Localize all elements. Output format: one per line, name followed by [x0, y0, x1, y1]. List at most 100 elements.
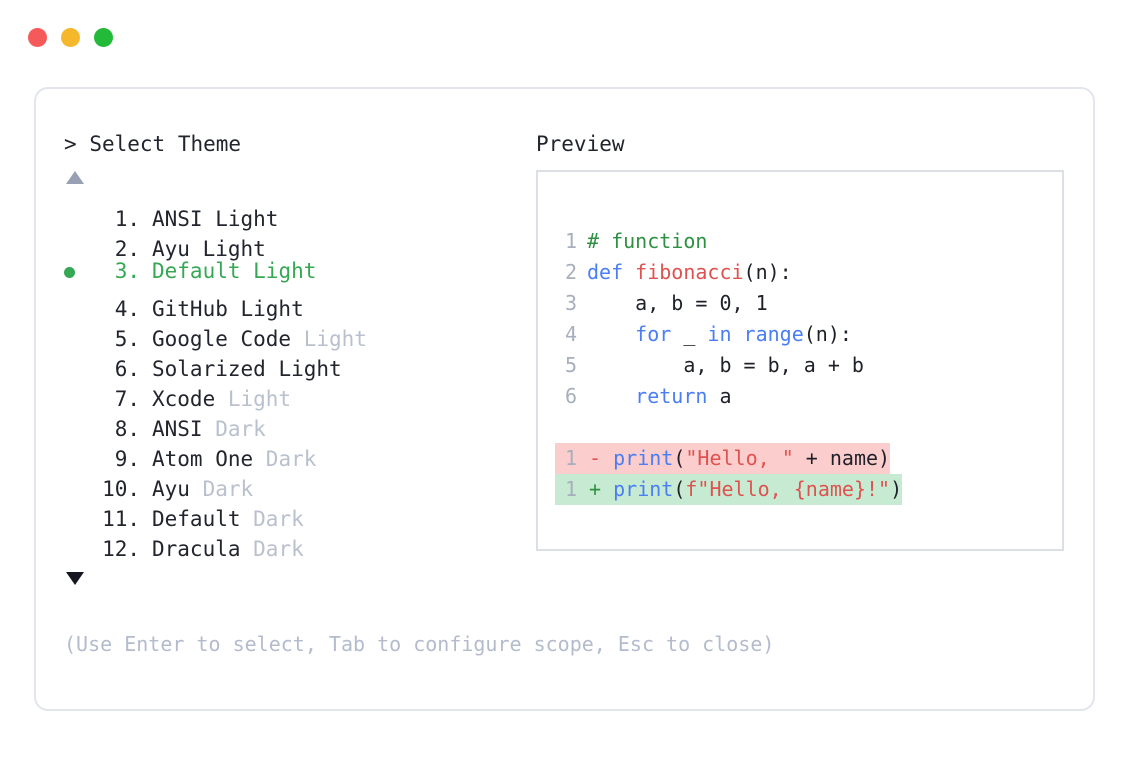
line-number: 1 [564, 446, 577, 470]
code-line: 4 for _ in range(n): [555, 319, 902, 350]
page-title: > Select Theme [64, 131, 534, 157]
window-titlebar [28, 28, 113, 47]
maximize-button[interactable] [94, 28, 113, 47]
theme-index: 3. [114, 259, 140, 283]
diff-block: 1 - print("Hello, " + name)1 + print(f"H… [555, 443, 903, 505]
theme-list-item[interactable]: 9. Atom One Dark [64, 436, 534, 471]
theme-list-item[interactable]: 4.GitHub Light [64, 286, 534, 321]
code-token: a [707, 384, 732, 408]
code-token: f"Hello, {name}!" [685, 477, 891, 501]
code-token: ( [673, 446, 686, 470]
diff-line-body: print("Hello, " + name) [613, 446, 890, 470]
theme-list-item[interactable]: 7. Xcode Light [64, 376, 534, 411]
scroll-down-icon[interactable] [66, 572, 84, 585]
theme-name: Ayu [152, 477, 190, 501]
theme-bullet-cell [64, 526, 90, 556]
theme-list-item[interactable]: 2.Ayu Light [64, 226, 534, 261]
theme-index: 11. [102, 507, 140, 531]
theme-name: Xcode [152, 387, 216, 411]
theme-variant: Dark [189, 477, 254, 501]
theme-index: 10. [102, 477, 140, 501]
theme-name: Default [152, 507, 241, 531]
theme-bullet-cell [64, 496, 90, 526]
theme-name: Default [152, 259, 241, 283]
theme-variant: Light [240, 259, 317, 283]
theme-index: 1. [114, 207, 140, 231]
theme-variant: Dark [253, 447, 317, 471]
theme-variant: Light [215, 387, 292, 411]
theme-list-item[interactable]: 1. ANSI Light [64, 196, 534, 231]
theme-variant: Light [265, 357, 342, 381]
theme-bullet-cell [64, 226, 90, 256]
theme-list-item[interactable]: 11. Default Dark [64, 496, 534, 531]
theme-index: 9. [114, 447, 140, 471]
theme-bullet-cell [64, 376, 90, 406]
theme-bullet-cell [64, 466, 90, 496]
page-title-text: Select Theme [89, 132, 242, 156]
theme-variant: Light [189, 237, 266, 261]
theme-list-item[interactable]: 6. Solarized Light [64, 346, 534, 381]
code-line-body: a, b = 0, 1 [587, 291, 767, 315]
theme-list-item[interactable]: 3. Default Light [64, 256, 534, 286]
keyboard-hint: (Use Enter to select, Tab to configure s… [64, 632, 775, 656]
theme-list-item[interactable]: 5. Google Code Light [64, 316, 534, 351]
minimize-button[interactable] [61, 28, 80, 47]
prompt-marker: > [64, 132, 77, 156]
theme-list-item[interactable]: 8.ANSI Dark [64, 406, 534, 441]
theme-index: 4. [114, 297, 140, 321]
theme-index: 5. [114, 327, 140, 351]
code-token: def [587, 260, 636, 284]
code-token: fibonacci [635, 260, 744, 284]
code-line-body: def fibonacci(n): [587, 260, 792, 284]
diff-line-body: print(f"Hello, {name}!") [613, 477, 902, 501]
theme-name: Atom One [152, 447, 254, 471]
theme-variant: Dark [240, 507, 304, 531]
theme-name: ANSI [152, 207, 203, 231]
theme-bullet-cell [64, 346, 90, 376]
theme-bullet-cell [64, 258, 90, 288]
theme-variant: Light [202, 207, 279, 231]
theme-bullet-cell [64, 286, 90, 316]
code-line: 6 return a [555, 381, 902, 412]
code-line-body: for _ in range(n): [587, 322, 852, 346]
selected-bullet-icon [64, 267, 75, 278]
theme-variant: Light [291, 327, 367, 351]
code-token: # function [587, 229, 708, 253]
theme-index: 7. [114, 387, 140, 411]
theme-bullet-cell [64, 316, 90, 346]
scroll-up-icon[interactable] [66, 171, 84, 184]
theme-index: 2. [114, 237, 140, 261]
code-token: (n): [803, 322, 852, 346]
theme-variant: Dark [240, 537, 304, 561]
diff-line-plus: 1 + print(f"Hello, {name}!") [555, 474, 903, 505]
code-token: (n): [743, 260, 792, 284]
code-token: ( [673, 477, 686, 501]
diff-sign: - [577, 446, 614, 470]
theme-list-item[interactable]: 12.Dracula Dark [64, 526, 534, 561]
theme-index: 8. [114, 417, 140, 441]
code-line: 1# function [555, 226, 902, 257]
close-button[interactable] [28, 28, 47, 47]
theme-name: Solarized [152, 357, 266, 381]
theme-index: 6. [114, 357, 140, 381]
theme-index: 12. [102, 537, 140, 561]
code-token: _ [671, 322, 708, 346]
code-line: 5 a, b = b, a + b [555, 350, 902, 381]
theme-name: Google Code [152, 327, 292, 351]
code-line-body: # function [587, 229, 707, 253]
line-number: 5 [564, 353, 577, 377]
diff-line-minus: 1 - print("Hello, " + name) [555, 443, 891, 474]
diff-sign: + [577, 477, 614, 501]
code-token [587, 322, 635, 346]
theme-bullet-cell [64, 436, 90, 466]
theme-list-item[interactable]: 10. Ayu Dark [64, 466, 534, 501]
theme-bullet-cell [64, 406, 90, 436]
code-line-body: return a [587, 384, 732, 408]
code-token: print [613, 446, 674, 470]
